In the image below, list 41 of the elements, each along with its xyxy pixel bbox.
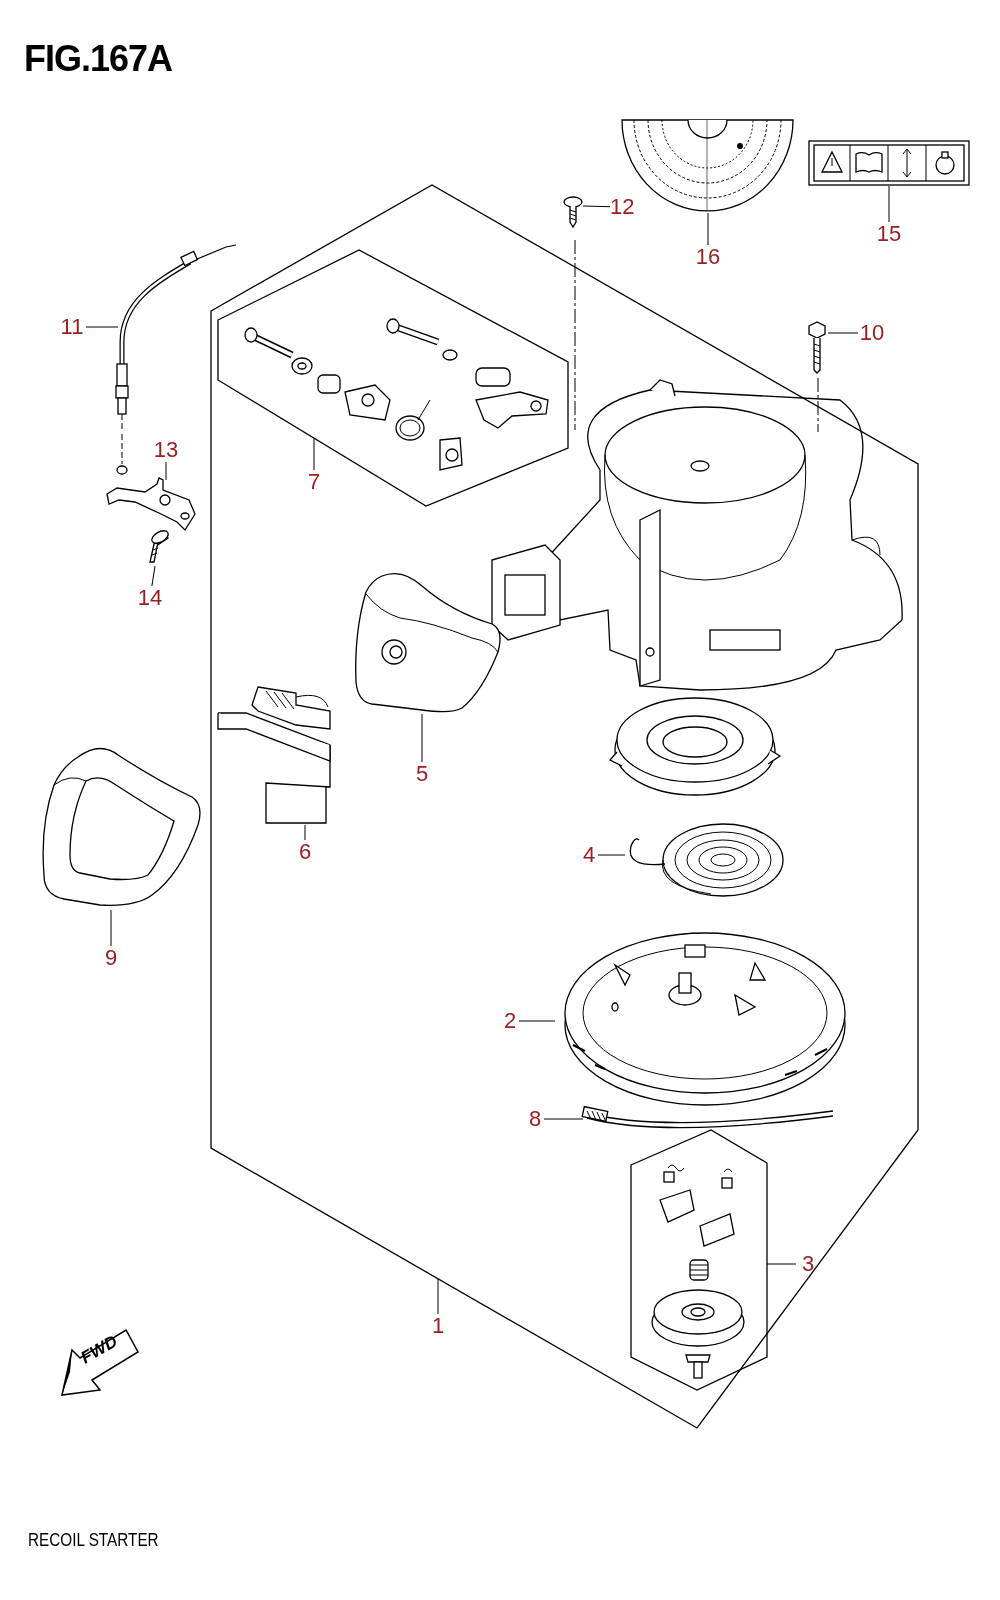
leader-line [110, 909, 112, 947]
callout-number: 13 [152, 438, 180, 462]
figure-caption: RECOIL STARTER [28, 1530, 159, 1551]
leader-line [313, 437, 315, 471]
leader-line [707, 212, 709, 246]
leader-line [766, 1263, 797, 1265]
callout-number: 6 [296, 840, 314, 864]
figure-title: FIG.167A [24, 38, 173, 80]
leader-line [888, 185, 890, 223]
leader-line [304, 824, 306, 841]
leader-line [85, 326, 119, 328]
leader-line [597, 854, 626, 856]
callout-number: 16 [695, 245, 721, 269]
callout-number: 7 [306, 470, 322, 494]
leader-line [437, 1278, 439, 1315]
leader-line [543, 1118, 584, 1120]
parts-set-outline [218, 250, 568, 506]
leader-line [827, 332, 859, 334]
parts-set-outline [631, 1130, 767, 1390]
callout-number: 3 [796, 1252, 820, 1276]
leader-line [518, 1020, 556, 1022]
handle-drawing [352, 572, 504, 714]
bolt-drawing [806, 322, 828, 374]
caution-label-drawing [808, 140, 970, 186]
callout-number: 11 [58, 315, 86, 339]
callout-number: 2 [501, 1009, 519, 1033]
callout-number: 12 [610, 195, 634, 219]
callout-number: 10 [858, 321, 886, 345]
callout-number: 14 [136, 586, 164, 610]
direction-label: FWD [77, 1331, 122, 1369]
callout-number: 8 [526, 1107, 544, 1131]
callout-number: 15 [876, 222, 902, 246]
callout-number: 5 [413, 762, 431, 786]
leader-line [582, 205, 611, 208]
leader-line [151, 565, 156, 587]
callout-number: 4 [580, 843, 598, 867]
callout-number: 1 [429, 1314, 447, 1338]
leader-line [165, 461, 167, 481]
callout-number: 9 [102, 946, 120, 970]
screw-drawing [563, 196, 583, 228]
leader-line [421, 713, 423, 763]
